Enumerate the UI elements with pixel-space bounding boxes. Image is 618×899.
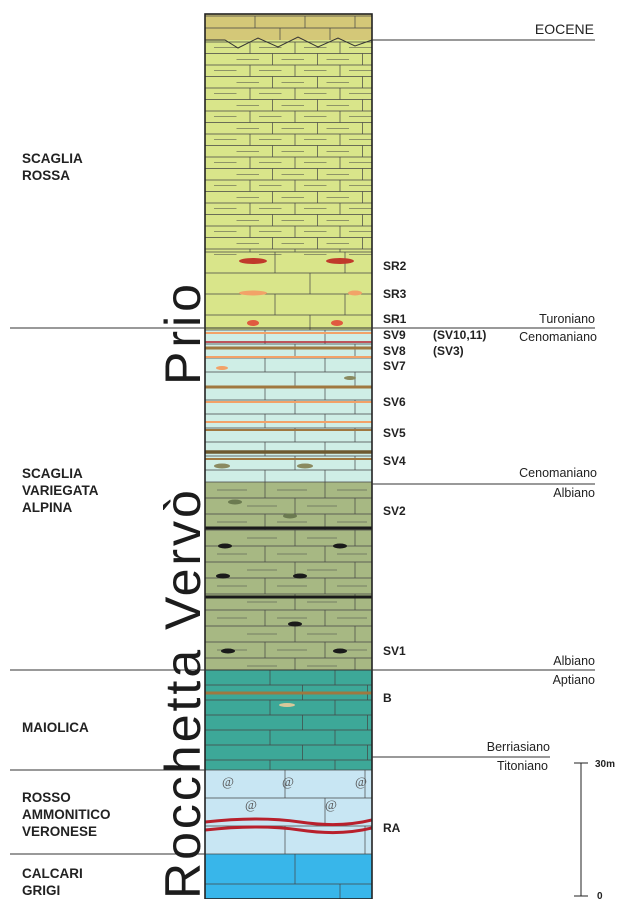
grey-nodule — [283, 513, 297, 519]
chert-nodule — [333, 543, 347, 549]
unit-rosso-ammonitico — [205, 770, 372, 854]
formation-labels: SCAGLIA ROSSA SCAGLIA VARIEGATA ALPINA M… — [22, 151, 114, 898]
scale-top-label: 30m — [595, 759, 615, 770]
age-labels: EOCENE Turoniano Cenomaniano Cenomaniano… — [487, 21, 597, 773]
age-label-titoniano: Titoniano — [497, 759, 548, 773]
sample-label-sv9: SV9 — [383, 328, 406, 342]
orange-nodule — [216, 366, 228, 370]
unit-scaglia-variegata-lower — [205, 482, 372, 670]
chert-nodule — [333, 648, 347, 654]
chert-nodule — [218, 543, 232, 549]
sample-label-sr1: SR1 — [383, 312, 407, 326]
ammonite-icon: @ — [282, 774, 294, 789]
scale-bottom-label: 0 — [597, 891, 603, 899]
red-layer-lower — [205, 825, 372, 835]
age-label-berriasiano: Berriasiano — [487, 740, 550, 754]
boundary-lines — [10, 39, 595, 855]
sample-label-sv4: SV4 — [383, 454, 406, 468]
unit-calcari-grigi — [205, 854, 372, 899]
sample-label-sv2: SV2 — [383, 504, 406, 518]
red-nodule — [326, 258, 354, 264]
formation-scaglia-rossa: SCAGLIA ROSSA — [22, 151, 86, 183]
sample-label-sv6: SV6 — [383, 395, 406, 409]
age-label-albiano-top: Albiano — [553, 486, 595, 500]
formation-rosso-ammonitico-veronese: ROSSO AMMONITICO VERONESE — [22, 790, 114, 839]
unit-scaglia-rossa — [205, 40, 372, 330]
age-label-eocene: EOCENE — [535, 21, 594, 37]
age-label-cenomaniano-top: Cenomaniano — [519, 330, 597, 344]
sample-label-sv1: SV1 — [383, 644, 406, 658]
column-outline — [204, 13, 373, 899]
column-units: @ @ @ @ @ — [205, 14, 372, 899]
scale-bar — [574, 762, 588, 897]
grey-nodule — [214, 463, 230, 469]
sample-labels: SR2 SR3 SR1 SV9 (SV10,11) SV8 (SV3) SV7 … — [383, 259, 486, 835]
locality-prio: Prio — [155, 280, 211, 385]
sample-label-sv10-11: (SV10,11) — [433, 328, 486, 342]
ammonite-icon: @ — [325, 797, 337, 812]
eocene-contact — [205, 36, 372, 49]
sample-label-sv8: SV8 — [383, 344, 406, 358]
grey-nodule — [344, 376, 356, 380]
red-layer-upper — [205, 817, 372, 827]
locality-rocchetta-vervo: Rocchetta Vervò — [155, 487, 211, 899]
red-nodule — [331, 320, 343, 326]
red-nodule — [247, 320, 259, 326]
sample-label-ra: RA — [383, 821, 401, 835]
sample-label-sr3: SR3 — [383, 287, 407, 301]
orange-nodule — [239, 290, 267, 296]
red-nodule — [239, 258, 267, 264]
sample-label-sv5: SV5 — [383, 426, 406, 440]
formation-calcari-grigi: CALCARI GRIGI — [22, 866, 87, 898]
sample-label-sr2: SR2 — [383, 259, 407, 273]
sample-label-sv7: SV7 — [383, 359, 406, 373]
formation-scaglia-variegata-alpina: SCAGLIA VARIEGATA ALPINA — [22, 466, 102, 515]
chert-nodule — [293, 573, 307, 579]
grey-nodule — [297, 463, 313, 469]
ammonite-icon: @ — [355, 774, 367, 789]
unit-maiolica — [205, 670, 372, 770]
age-label-turoniano: Turoniano — [539, 312, 595, 326]
grey-nodule — [228, 499, 242, 505]
chert-nodule — [288, 621, 302, 627]
unit-scaglia-variegata-upper — [205, 330, 372, 482]
formation-maiolica: MAIOLICA — [22, 720, 89, 735]
chert-nodule — [216, 573, 230, 579]
ammonite-icon: @ — [245, 797, 257, 812]
chert-nodule — [221, 648, 235, 654]
sample-label-sv3: (SV3) — [433, 344, 464, 358]
age-label-aptiano: Aptiano — [553, 673, 595, 687]
lithology-pattern — [205, 15, 372, 899]
age-label-albiano-base: Albiano — [553, 654, 595, 668]
grey-nodule — [279, 703, 295, 707]
age-label-cenomaniano-base: Cenomaniano — [519, 466, 597, 480]
orange-nodule — [348, 290, 362, 296]
sample-label-b: B — [383, 691, 392, 705]
ammonite-icon: @ — [222, 774, 234, 789]
